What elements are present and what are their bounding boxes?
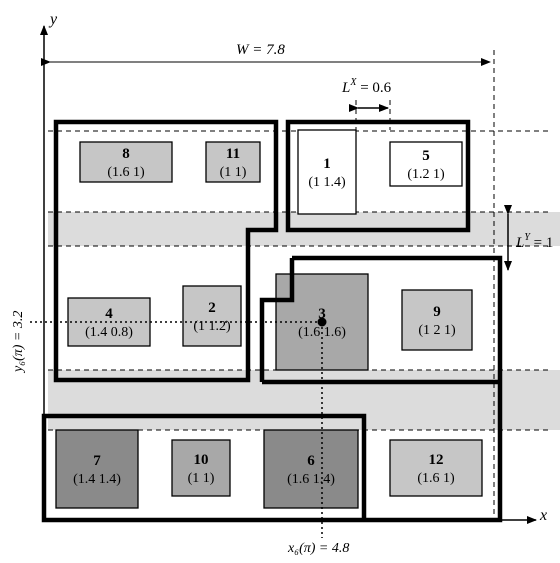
module-2: 2(1 1.2) (182, 285, 242, 347)
module-9-dims: (1 2 1) (418, 323, 456, 338)
module-8-dims: (1.6 1) (107, 165, 145, 180)
module-10-dims: (1 1) (188, 471, 215, 486)
module-6: 6 (1.6 1.4) (263, 429, 359, 509)
module-8-box (79, 141, 173, 183)
module-1-dims: (1 1.4) (308, 175, 346, 190)
module-12-id: 12 (429, 452, 444, 468)
module-1-box (297, 129, 357, 215)
module-4-id: 4 (105, 306, 113, 322)
module-6-box (263, 429, 359, 509)
module-1-id: 1 (323, 156, 331, 172)
module-5: 5 (1.2 1) (389, 141, 463, 187)
width-label: W = 7.8 (236, 42, 285, 58)
center-x-label: x₆(π) = 4.8 (287, 541, 349, 556)
group-outline-top-left (53, 119, 279, 383)
module-4-dims: (1.4 0.8) (85, 325, 133, 340)
module-11-dims: (1 1) (220, 165, 247, 180)
module-7-box (55, 429, 139, 509)
group-outline-middle-right (41, 255, 503, 523)
module-10: 10 (1 1) (171, 439, 231, 497)
module-11-box (205, 141, 261, 183)
module-7: 7 (1.4 1.4) (55, 429, 139, 509)
module-5-box (389, 141, 463, 187)
module-boxes: 8 (1.6 1) 11 (1 1) 1 (1 1.4) 5 (1.2 1) 4 (1.4 0.8… (55, 129, 483, 509)
module-10-box (171, 439, 231, 497)
x-axis-label: x (539, 507, 547, 524)
lx-label: LX = 0.6 (341, 77, 392, 96)
module-6-id: 6 (307, 453, 315, 469)
module-10-id: 10 (194, 452, 209, 468)
module-12-box (389, 439, 483, 497)
module-9-id: 9 (433, 304, 441, 320)
module-9: 9 (1 2 1) (401, 289, 473, 351)
module-8: 8 (1.6 1) (79, 141, 173, 183)
module-7-dims: (1.4 1.4) (73, 472, 121, 487)
ly-label: LY = 1 (515, 232, 553, 251)
y-axis-label: y (48, 11, 58, 28)
module-6-dims: (1.6 1.4) (287, 472, 335, 487)
center-y-label: y₆(π) = 3.2 (11, 311, 26, 374)
module-11: 11 (1 1) (205, 141, 261, 183)
module-12-dims: (1.6 1) (417, 471, 455, 486)
module-3-id: 3 (318, 306, 326, 322)
group-outline-top-right (285, 119, 471, 233)
module-5-dims: (1.2 1) (407, 167, 445, 182)
module-12: 12 (1.6 1) (389, 439, 483, 497)
group-outlines (41, 119, 503, 523)
module-1: 1 (1 1.4) (297, 129, 357, 215)
module-2-box (182, 285, 242, 347)
module-7-id: 7 (93, 453, 101, 469)
center-point (317, 317, 327, 327)
module-9-box (401, 289, 473, 351)
module-8-id: 8 (122, 146, 130, 162)
module-5-id: 5 (422, 148, 430, 164)
module-11-id: 11 (226, 146, 240, 162)
module-2-id: 2 (208, 300, 216, 316)
